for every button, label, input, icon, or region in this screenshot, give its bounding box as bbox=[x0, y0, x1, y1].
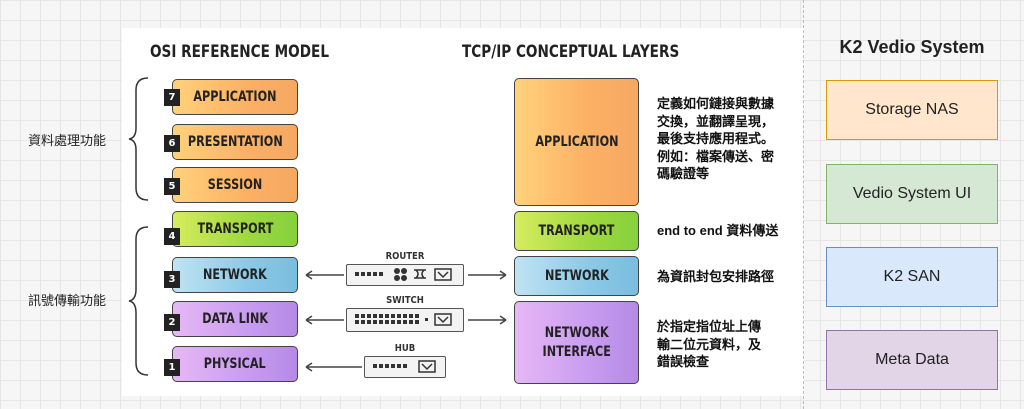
osi-layer-number: 5 bbox=[164, 178, 180, 195]
osi-layer-label: NETWORK bbox=[203, 267, 267, 283]
osi-layer-session: SESSION bbox=[172, 167, 298, 203]
network-description: 為資訊封包安排路徑 bbox=[657, 269, 775, 284]
osi-layer-number: 2 bbox=[164, 314, 180, 331]
meta-data-label: Meta Data bbox=[875, 351, 949, 368]
vedio-system-ui-box: Vedio System UI bbox=[826, 164, 998, 224]
upper-brace bbox=[128, 77, 149, 201]
osi-layer-number: 7 bbox=[164, 89, 180, 106]
upper-group-label: 資料處理功能 bbox=[28, 133, 107, 148]
osi-layer-label: PRESENTATION bbox=[187, 134, 283, 150]
osi-layer-number: 3 bbox=[164, 271, 180, 288]
divider bbox=[803, 0, 804, 409]
switch-icon bbox=[355, 313, 452, 326]
tcpip-layer-network-interface: NETWORK INTERFACE bbox=[514, 301, 639, 384]
osi-layer-number: 6 bbox=[164, 135, 180, 152]
switch-device bbox=[346, 308, 464, 332]
meta-data-box: Meta Data bbox=[826, 330, 998, 390]
osi-heading: OSI REFERENCE MODEL bbox=[150, 42, 329, 62]
k2-san-label: K2 SAN bbox=[883, 268, 941, 285]
tcpip-heading: TCP/IP CONCEPTUAL LAYERS bbox=[462, 42, 680, 62]
osi-layer-presentation: PRESENTATION bbox=[172, 124, 298, 160]
hub-icon bbox=[373, 360, 436, 373]
osi-layer-network: NETWORK bbox=[172, 257, 298, 293]
switch-arrows bbox=[305, 315, 507, 325]
osi-layer-data-link: DATA LINK bbox=[172, 301, 298, 337]
switch-label: SWITCH bbox=[386, 295, 424, 306]
k2-title: K2 Vedio System bbox=[839, 37, 985, 57]
osi-layer-physical: PHYSICAL bbox=[172, 346, 298, 382]
router-device bbox=[346, 264, 464, 286]
router-label: ROUTER bbox=[385, 251, 425, 262]
hub-device bbox=[364, 356, 446, 378]
lower-brace bbox=[128, 226, 149, 376]
router-arrows bbox=[305, 270, 507, 280]
osi-layer-label: TRANSPORT bbox=[197, 221, 273, 237]
tcpip-layer-transport: TRANSPORT bbox=[514, 211, 639, 251]
lower-group-label: 訊號傳輸功能 bbox=[28, 293, 107, 308]
osi-layer-label: APPLICATION bbox=[193, 89, 277, 105]
osi-layer-application: APPLICATION bbox=[172, 79, 298, 115]
osi-layer-number: 1 bbox=[164, 359, 180, 376]
router-icon bbox=[355, 268, 452, 281]
osi-layer-transport: TRANSPORT bbox=[172, 211, 298, 247]
tcpip-layer-label: NETWORK INTERFACE bbox=[542, 324, 611, 360]
tcpip-layer-label: APPLICATION bbox=[534, 133, 619, 150]
vedio-system-ui-label: Vedio System UI bbox=[852, 185, 972, 202]
k2-san-box: K2 SAN bbox=[826, 247, 998, 307]
hub-label: HUB bbox=[394, 343, 416, 354]
storage-nas-box: Storage NAS bbox=[826, 80, 998, 140]
application-description: 定義如何鏈接與數據 交換，並翻譯呈現， 最後支持應用程式。 例如：檔案傳送、密 … bbox=[657, 96, 775, 181]
hub-arrow bbox=[305, 362, 362, 372]
tcpip-layer-network: NETWORK bbox=[514, 256, 639, 296]
network-interface-description: 於指定指位址上傳 輸二位元資料，及 錯誤檢查 bbox=[657, 319, 762, 369]
osi-layer-label: PHYSICAL bbox=[204, 356, 266, 372]
tcpip-layer-label: NETWORK bbox=[544, 267, 609, 284]
transport-description: end to end 資料傳送 bbox=[657, 223, 779, 238]
osi-layer-number: 4 bbox=[164, 228, 180, 245]
tcpip-layer-label: TRANSPORT bbox=[538, 222, 615, 239]
storage-nas-label: Storage NAS bbox=[865, 101, 959, 118]
tcpip-layer-application: APPLICATION bbox=[514, 78, 639, 206]
osi-layer-label: SESSION bbox=[207, 177, 263, 193]
osi-layer-label: DATA LINK bbox=[202, 311, 268, 327]
